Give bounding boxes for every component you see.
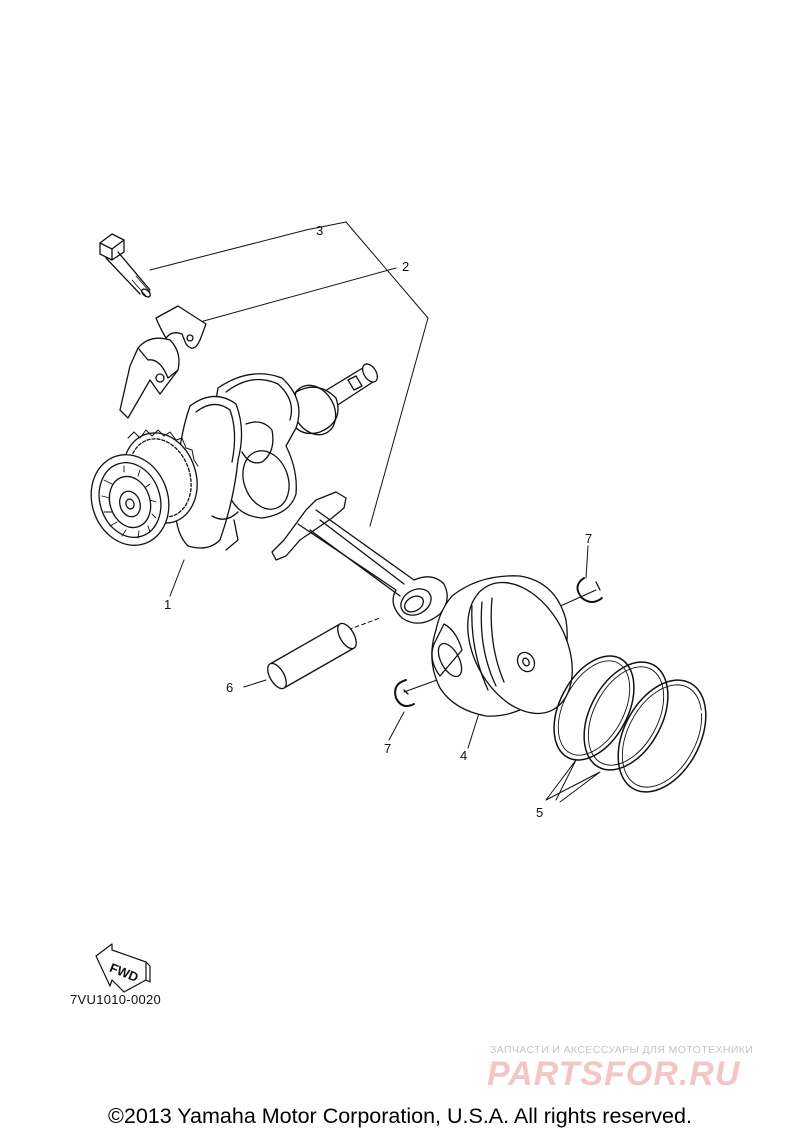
piston-rings-part-5	[553, 655, 707, 793]
bolt-part-3	[99, 233, 151, 298]
callout-4: 4	[460, 748, 467, 763]
crankshaft-part-1	[90, 363, 378, 551]
watermark-tagline: ЗАПЧАСТИ И АКСЕССУАРЫ ДЛЯ МОТОТЕХНИКИ	[490, 1044, 754, 1056]
diagram-part-code: 7VU1010-0020	[70, 992, 162, 1007]
piston-pin-part-6	[267, 622, 357, 690]
callout-7-left: 7	[384, 741, 391, 756]
callout-5: 5	[536, 805, 543, 820]
copyright-notice: ©2013 Yamaha Motor Corporation, U.S.A. A…	[108, 1104, 692, 1128]
watermark-logo: PARTSFOR.RU	[487, 1055, 741, 1093]
piston-part-4	[431, 575, 573, 717]
fwd-arrow-icon	[95, 943, 151, 993]
circlip-part-7-right	[576, 577, 603, 603]
callout-2: 2	[402, 259, 409, 274]
connecting-rod	[271, 491, 448, 624]
callout-7-right: 7	[585, 531, 592, 546]
bearing-cap-part-2	[119, 305, 207, 419]
callout-3: 3	[316, 223, 323, 238]
callout-6: 6	[226, 680, 233, 695]
callout-1: 1	[164, 597, 171, 612]
circlip-part-7-left	[394, 679, 415, 707]
